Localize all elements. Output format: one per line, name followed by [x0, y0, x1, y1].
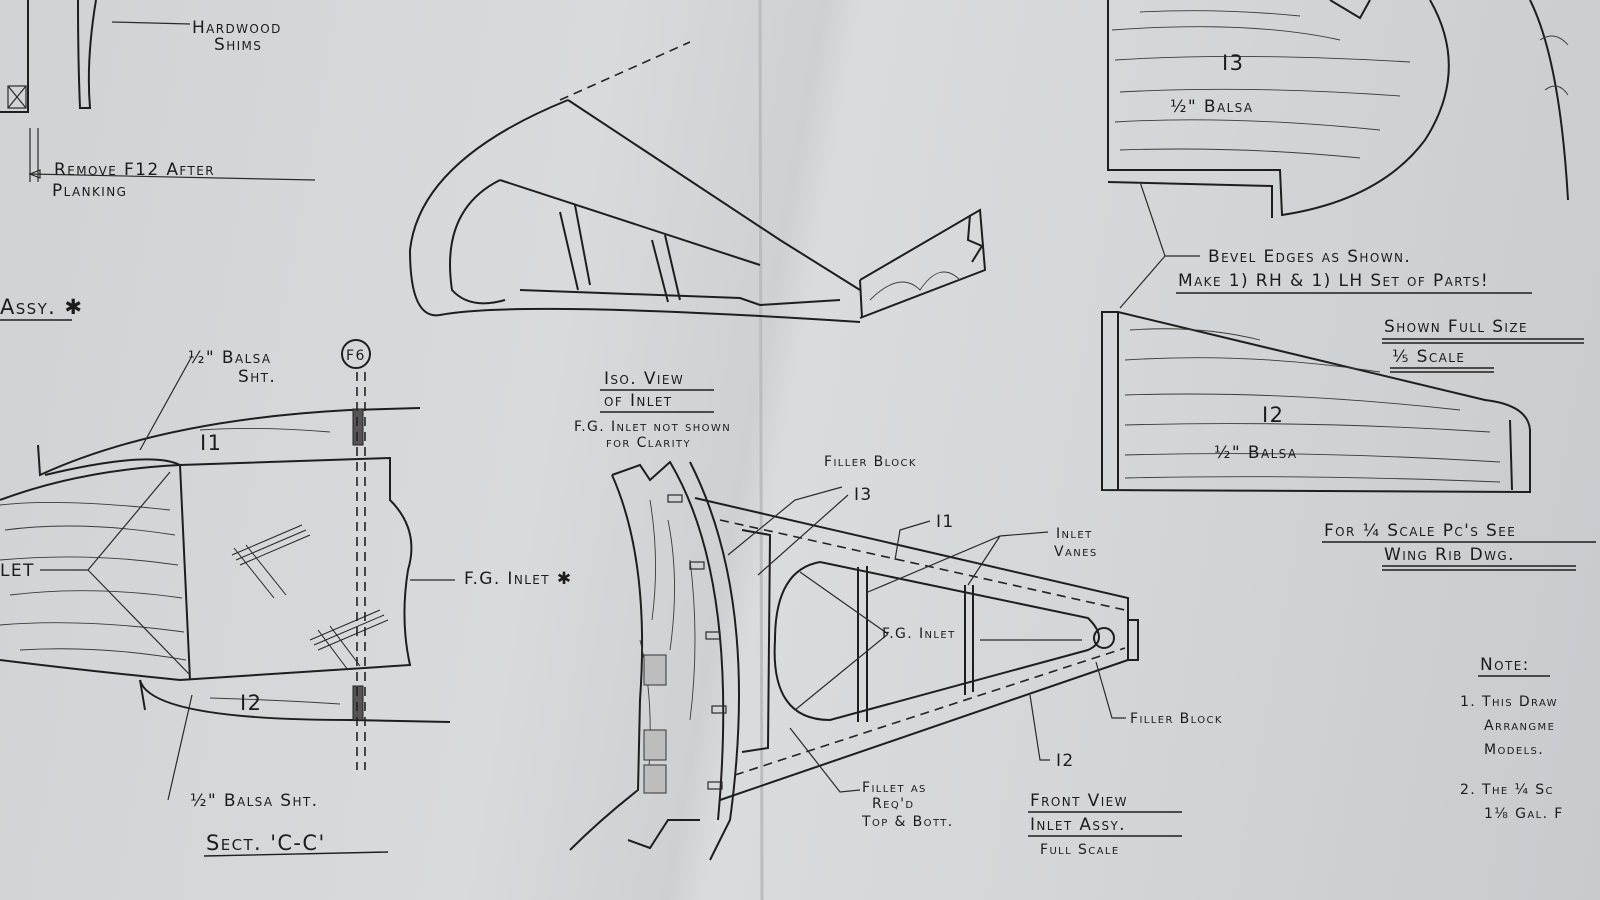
hardwood-label: Hardwood: [192, 18, 282, 38]
note-1-line3: Models.: [1484, 742, 1544, 758]
inlet-assy-title: Inlet Assy.: [1030, 815, 1126, 835]
part-i3-label: I3: [1222, 51, 1244, 75]
shims-detail: [0, 0, 316, 182]
iso-note-line2: for Clarity: [606, 435, 691, 451]
f6-label: F6: [346, 348, 366, 364]
front-view-title: Front View: [1030, 791, 1128, 811]
fillet-label-3: Top & Bott.: [861, 814, 954, 830]
section-cc-title: Sect. 'C-C': [206, 831, 326, 855]
top-iso-drawing: [408, 41, 987, 323]
balsa-sht-bottom-label: ½" Balsa Sht.: [190, 791, 318, 811]
make-parts-label: Make 1) RH & 1) LH Set of Parts!: [1178, 271, 1489, 291]
section-cc-drawing: [0, 339, 455, 801]
quarter-scale-label: For ¼ Scale Pc's See: [1324, 521, 1516, 541]
paper-fold: [758, 0, 764, 900]
iso-note-line1: F.G. Inlet not shown: [574, 419, 731, 435]
part-i3-drawing: [1107, 0, 1569, 218]
sht-label: Sht.: [238, 367, 276, 387]
note-title: Note:: [1480, 655, 1530, 675]
part-i3-balsa-label: ½" Balsa: [1170, 97, 1254, 117]
note-1-line2: Arrangme: [1484, 718, 1555, 734]
fillet-label-1: Fillet as: [862, 780, 927, 796]
i2-callout-label: I2: [1056, 751, 1075, 771]
assy-label: Assy. ✱: [0, 295, 83, 319]
planking-label: Planking: [52, 181, 127, 201]
filler-block-top-label: Filler Block: [824, 454, 917, 470]
part-i2-drawing: [1101, 311, 1531, 494]
bevel-leaders: [1119, 181, 1200, 309]
i3-callout-label: I3: [854, 485, 873, 505]
note-1-line1: 1. This Draw: [1460, 694, 1558, 710]
i1-callout-label: I1: [936, 512, 955, 532]
bevel-edges-label: Bevel Edges as Shown.: [1208, 247, 1411, 267]
note-2-line2: 1⅛ Gal. F: [1484, 806, 1564, 822]
remove-f12-label: Remove F12 After: [54, 160, 215, 180]
iso-inlet-drawing: [569, 460, 772, 861]
inlet-left-label: LET: [0, 561, 35, 581]
wing-rib-dwg-label: Wing Rib Dwg.: [1384, 545, 1515, 565]
note-2-line1: 2. The ¼ Sc: [1460, 782, 1554, 798]
filler-block-bottom-label: Filler Block: [1130, 711, 1223, 727]
inlet-vanes-label-2: Vanes: [1054, 544, 1098, 560]
of-inlet-title: of Inlet: [604, 391, 673, 411]
i1-section-label: I1: [200, 431, 222, 455]
iso-view-title: Iso. View: [604, 369, 684, 389]
inlet-vanes-label-1: Inlet: [1056, 526, 1093, 542]
fifth-scale-label: ⅕ Scale: [1392, 347, 1465, 367]
i2-section-label: I2: [240, 691, 262, 715]
shims-label: Shims: [214, 35, 262, 55]
shown-full-size-label: Shown Full Size: [1384, 317, 1528, 337]
part-i2-balsa-label: ½" Balsa: [1214, 443, 1298, 463]
part-i2-label: I2: [1262, 403, 1284, 427]
full-scale-title: Full Scale: [1040, 842, 1120, 858]
balsa-sht-top-label: ½" Balsa: [188, 348, 272, 368]
front-view-drawing: [694, 486, 1139, 801]
fg-inlet-star-label: F.G. Inlet ✱: [464, 569, 572, 589]
fg-inlet-front-label: F.G. Inlet: [882, 626, 956, 642]
fillet-label-2: Req'd: [872, 796, 914, 812]
